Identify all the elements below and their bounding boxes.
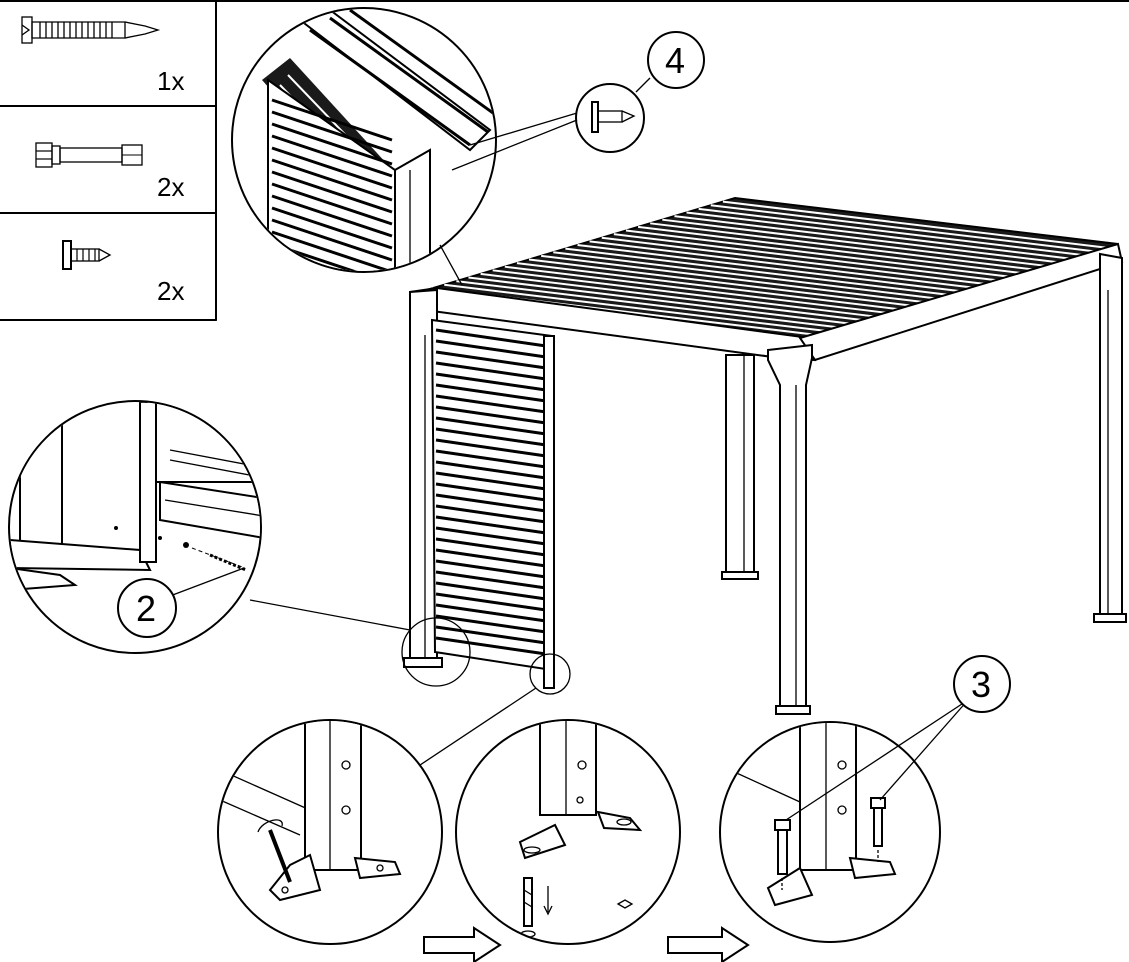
post bbox=[1093, 252, 1127, 623]
svg-text:4: 4 bbox=[665, 40, 685, 81]
callout-3: 3 bbox=[785, 655, 1011, 821]
expansion-anchor-bolt-icon bbox=[35, 142, 143, 168]
step-mark-holes bbox=[217, 719, 443, 945]
quantity-label: 2x bbox=[157, 172, 184, 202]
post bbox=[403, 288, 443, 668]
post bbox=[721, 354, 759, 580]
svg-text:3: 3 bbox=[971, 664, 991, 705]
sequence-arrow bbox=[667, 926, 750, 962]
pergola-structure bbox=[403, 196, 1127, 715]
post bbox=[767, 343, 813, 715]
detail-post-base bbox=[8, 400, 471, 687]
panel-foot-leader bbox=[404, 653, 571, 776]
self-drilling-screw-icon bbox=[21, 16, 161, 44]
side-louvre-panel bbox=[430, 318, 555, 689]
parts-table: 1x 2x 2x bbox=[0, 0, 217, 321]
callout-2: 2 bbox=[117, 567, 245, 638]
quantity-label: 2x bbox=[157, 276, 184, 306]
step-insert-anchors bbox=[719, 721, 941, 943]
svg-text:2: 2 bbox=[136, 588, 156, 629]
quantity-label: 1x bbox=[157, 66, 184, 96]
short-screw-icon bbox=[62, 240, 112, 270]
detail-top-beam-corner bbox=[231, 7, 497, 286]
callout-4: 4 bbox=[635, 31, 705, 93]
screw-detail-callout-4 bbox=[451, 83, 645, 171]
sequence-arrow bbox=[423, 926, 502, 962]
step-drill-holes bbox=[455, 719, 681, 945]
